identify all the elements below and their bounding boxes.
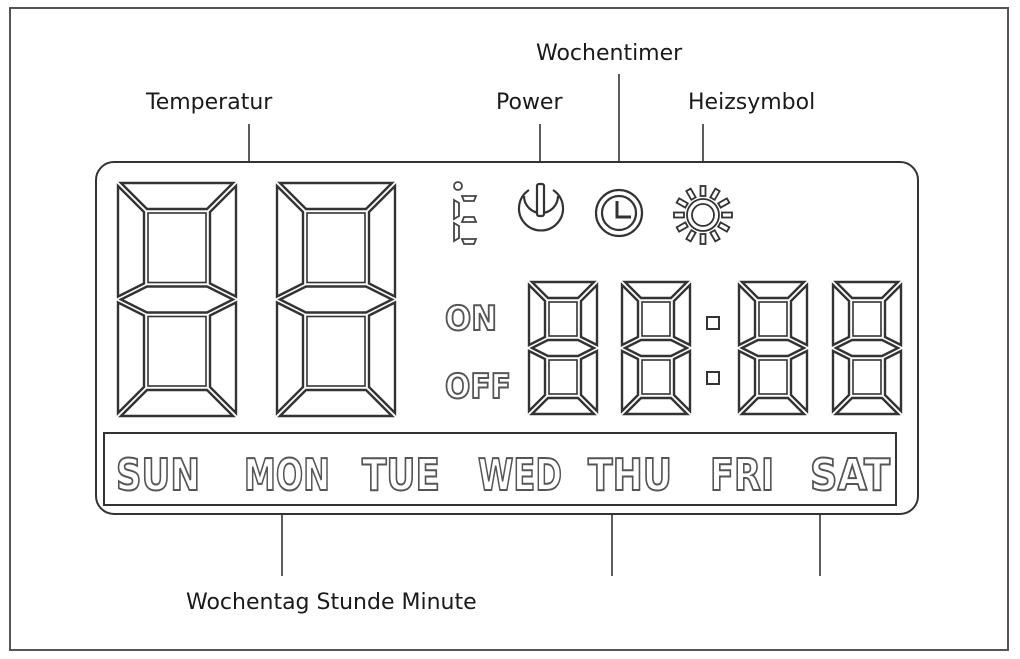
segment-c [208, 300, 238, 416]
sun-ray [675, 197, 690, 209]
hour-digit-1 [527, 280, 599, 416]
segment-d [118, 388, 236, 418]
callout-bottom: Wochentag Stunde Minute [186, 590, 477, 615]
segment-c [367, 300, 397, 416]
callout-power: Power [496, 90, 563, 115]
sun-ray [716, 197, 731, 209]
segment-inner-top [641, 301, 671, 337]
segment-f [116, 183, 146, 299]
segment-d [277, 388, 395, 418]
temperature-digit-1 [116, 181, 238, 418]
segment-inner-bottom [758, 359, 788, 395]
hour-digit-2 [620, 280, 692, 416]
segment-d [739, 396, 807, 416]
segment-a [529, 280, 597, 300]
segment-d [622, 396, 690, 416]
weekday-sun: SUN [116, 450, 200, 501]
on-label: ON [445, 299, 497, 339]
segment-f [275, 183, 305, 299]
segment-c [579, 349, 599, 414]
weekday-wed: WED [478, 450, 562, 501]
segment-inner-bottom [852, 359, 882, 395]
time-colon [706, 316, 720, 385]
power-icon [517, 182, 565, 232]
segment-d [529, 396, 597, 416]
sun-ray [699, 233, 707, 245]
segment-e [527, 349, 547, 414]
sun-ray [716, 221, 731, 233]
segment-a [622, 280, 690, 300]
segment-inner-top [306, 212, 366, 284]
segment-g [277, 285, 395, 314]
segment-g [833, 338, 901, 358]
segment-g [739, 338, 807, 358]
segment-e [620, 349, 640, 414]
segment-g [529, 338, 597, 358]
segment-e [275, 300, 305, 416]
minute-digit-2 [831, 280, 903, 416]
sun-ray [685, 187, 697, 202]
segment-inner-top [548, 301, 578, 337]
segment-g [118, 285, 236, 314]
sun-ray [675, 221, 690, 233]
segment-d [833, 396, 901, 416]
sun-ray [699, 185, 707, 197]
segment-f [737, 282, 757, 347]
segment-inner-top [852, 301, 882, 337]
diagram-frame [9, 7, 1009, 651]
temperature-digit-2 [275, 181, 397, 418]
weekday-labels: SUN MON TUE WED THU FRI SAT [115, 449, 891, 502]
sun-ray [709, 187, 721, 202]
segment-f [620, 282, 640, 347]
clock-icon [594, 188, 644, 238]
sun-ray [721, 211, 733, 219]
callout-temperature: Temperatur [146, 90, 273, 115]
segment-a [277, 181, 395, 211]
segment-b [883, 282, 903, 347]
segment-e [831, 349, 851, 414]
segment-inner-bottom [641, 359, 671, 395]
weekday-tue: TUE [362, 450, 440, 501]
sun-ray [673, 211, 685, 219]
weekday-thu: THU [588, 450, 672, 501]
segment-b [367, 183, 397, 299]
segment-f [527, 282, 547, 347]
segment-inner-bottom [306, 315, 366, 387]
sun-ray [709, 228, 721, 243]
segment-b [208, 183, 238, 299]
segment-inner-top [147, 212, 207, 284]
segment-a [833, 280, 901, 300]
weekday-fri: FRI [710, 450, 774, 501]
segment-e [116, 300, 146, 416]
segment-f [831, 282, 851, 347]
off-label: OFF [445, 367, 511, 407]
temperature-unit-icon [453, 181, 478, 245]
segment-e [737, 349, 757, 414]
segment-b [672, 282, 692, 347]
sun-icon [673, 185, 733, 245]
segment-inner-top [758, 301, 788, 337]
segment-g [622, 338, 690, 358]
segment-c [883, 349, 903, 414]
segment-c [789, 349, 809, 414]
callout-heat-symbol: Heizsymbol [688, 90, 816, 115]
segment-b [579, 282, 599, 347]
segment-a [739, 280, 807, 300]
weekday-strip [103, 432, 897, 506]
callout-weekly-timer: Wochentimer [536, 41, 683, 66]
segment-c [672, 349, 692, 414]
sun-ray [685, 228, 697, 243]
weekday-mon: MON [244, 450, 330, 501]
minute-digit-1 [737, 280, 809, 416]
segment-inner-bottom [548, 359, 578, 395]
segment-inner-bottom [147, 315, 207, 387]
weekday-sat: SAT [810, 450, 890, 501]
segment-a [118, 181, 236, 211]
segment-b [789, 282, 809, 347]
